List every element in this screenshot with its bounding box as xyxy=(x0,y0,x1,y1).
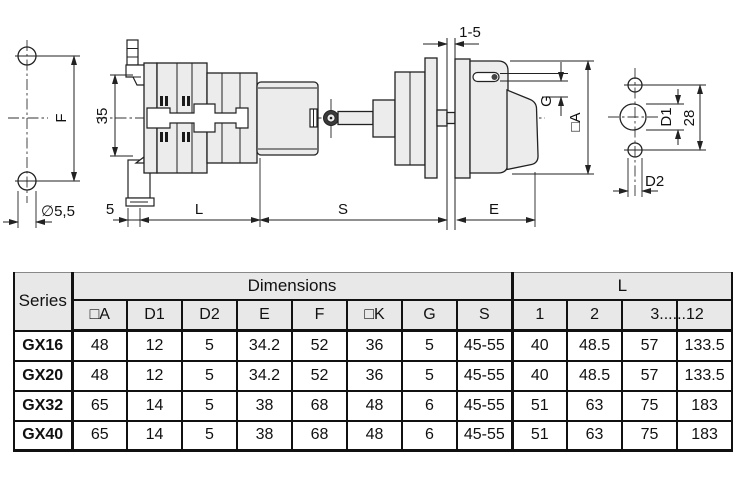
dim-label-g: G xyxy=(538,95,555,107)
data-cell: 48 xyxy=(71,359,128,392)
col-header: D1 xyxy=(126,298,183,332)
data-cell: 68 xyxy=(291,389,348,422)
data-cell: 75 xyxy=(621,389,679,422)
data-cell: 48.5 xyxy=(566,329,624,362)
column-divider-line xyxy=(676,301,679,328)
row-header: GX32 xyxy=(13,389,74,422)
dim-label-d2: D2 xyxy=(645,173,664,190)
col-header: □K xyxy=(346,298,403,332)
dim-label-dia55: ∅5,5 xyxy=(41,203,75,220)
col-header-dimensions: Dimensions xyxy=(70,272,514,301)
table-header-row-1: Series Dimensions L xyxy=(13,272,734,332)
data-cell: 40 xyxy=(511,329,569,362)
switch-body-side-view: 35 xyxy=(94,39,319,207)
col-header: G xyxy=(401,298,458,332)
data-cell: 5 xyxy=(181,329,238,362)
table-header-row-2: □A D1 D2 E F □K G S 1 2 3......12 xyxy=(14,298,734,332)
table-section: Series Dimensions L □A D1 D2 E F □K G S … xyxy=(13,272,734,452)
data-cell: 65 xyxy=(71,389,128,422)
data-cell: 57 xyxy=(621,329,679,362)
data-cell: 45-55 xyxy=(455,419,514,452)
data-cell: 5 xyxy=(401,329,458,362)
data-cell: 5 xyxy=(401,359,458,392)
dim-label-d1: D1 xyxy=(658,107,675,126)
dim-label-s: S xyxy=(338,201,348,218)
data-cell: 45-55 xyxy=(455,359,514,392)
data-cell: 48 xyxy=(346,389,403,422)
data-cell: 68 xyxy=(291,419,348,452)
data-cell: 48 xyxy=(346,419,403,452)
col-header-3-12-label: 3......12 xyxy=(650,305,704,323)
technical-drawing: F ∅5,5 xyxy=(3,24,706,230)
dim-label-1-5: 1-5 xyxy=(459,24,481,41)
data-cell: 65 xyxy=(71,419,128,452)
data-cell: 36 xyxy=(346,329,403,362)
table-row-gx40: GX40 65 14 5 38 68 48 6 45-55 51 63 75 1… xyxy=(13,419,734,452)
data-cell: 48 xyxy=(71,329,128,362)
drill-pattern-front-view: F ∅5,5 xyxy=(3,40,80,228)
data-cell: 133.5 xyxy=(676,329,734,362)
data-cell: 36 xyxy=(346,359,403,392)
data-cell: 45-55 xyxy=(455,329,514,362)
data-cell: 75 xyxy=(621,419,679,452)
mounting-panel: 1-5 xyxy=(423,24,481,230)
data-cell: 14 xyxy=(126,419,183,452)
dim-label-28: 28 xyxy=(681,110,698,127)
row-header: GX16 xyxy=(13,329,74,362)
data-cell: 51 xyxy=(511,389,569,422)
col-header: E xyxy=(236,298,293,332)
dim-label-f: F xyxy=(53,113,70,122)
col-header-l: L xyxy=(511,272,734,301)
col-header: S xyxy=(455,298,514,332)
dim-label-l: L xyxy=(195,201,203,218)
data-cell: 5 xyxy=(181,359,238,392)
data-cell: 34.2 xyxy=(236,329,293,362)
dim-label-5: 5 xyxy=(106,201,114,218)
data-cell: 57 xyxy=(621,359,679,392)
dim-label-square-a: □A xyxy=(567,112,584,131)
col-header-series: Series xyxy=(13,272,74,332)
data-cell: 52 xyxy=(291,359,348,392)
row-header: GX20 xyxy=(13,359,74,392)
data-cell: 183 xyxy=(676,419,734,452)
data-cell: 12 xyxy=(126,329,183,362)
data-cell: 63 xyxy=(566,419,624,452)
table-row-gx16: GX16 48 12 5 34.2 52 36 5 45-55 40 48.5 … xyxy=(13,329,734,362)
shaft-section xyxy=(323,57,456,179)
data-cell: 5 xyxy=(181,419,238,452)
bottom-dimension-row: 5 L S E xyxy=(106,158,536,227)
col-header: □A xyxy=(71,298,128,332)
panel-cutout-view: D1 28 D2 xyxy=(608,68,706,197)
data-cell: 12 xyxy=(126,359,183,392)
data-cell: 45-55 xyxy=(455,389,514,422)
data-cell: 48.5 xyxy=(566,359,624,392)
data-cell: 63 xyxy=(566,389,624,422)
data-cell: 52 xyxy=(291,329,348,362)
data-cell: 34.2 xyxy=(236,359,293,392)
data-cell: 6 xyxy=(401,419,458,452)
data-cell: 51 xyxy=(511,419,569,452)
col-header-3-12: 3......12 xyxy=(621,298,734,332)
dim-label-35: 35 xyxy=(94,108,111,125)
col-header: 2 xyxy=(566,298,624,332)
data-cell: 6 xyxy=(401,389,458,422)
data-cell: 14 xyxy=(126,389,183,422)
data-cell: 40 xyxy=(511,359,569,392)
contact-terminals xyxy=(160,96,190,142)
row-header: GX40 xyxy=(13,419,74,452)
col-header: 1 xyxy=(511,298,569,332)
data-cell: 38 xyxy=(236,389,293,422)
table-row-gx20: GX20 48 12 5 34.2 52 36 5 45-55 40 48.5 … xyxy=(13,359,734,392)
data-cell: 133.5 xyxy=(676,359,734,392)
data-cell: 5 xyxy=(181,389,238,422)
dimensions-table: Series Dimensions L □A D1 D2 E F □K G S … xyxy=(13,272,734,452)
dim-label-e: E xyxy=(489,201,499,218)
col-header: D2 xyxy=(181,298,238,332)
data-cell: 183 xyxy=(676,389,734,422)
col-header: F xyxy=(291,298,348,332)
data-cell: 38 xyxy=(236,419,293,452)
handle-side-view: G □A xyxy=(454,58,594,179)
table-row-gx32: GX32 65 14 5 38 68 48 6 45-55 51 63 75 1… xyxy=(13,389,734,422)
